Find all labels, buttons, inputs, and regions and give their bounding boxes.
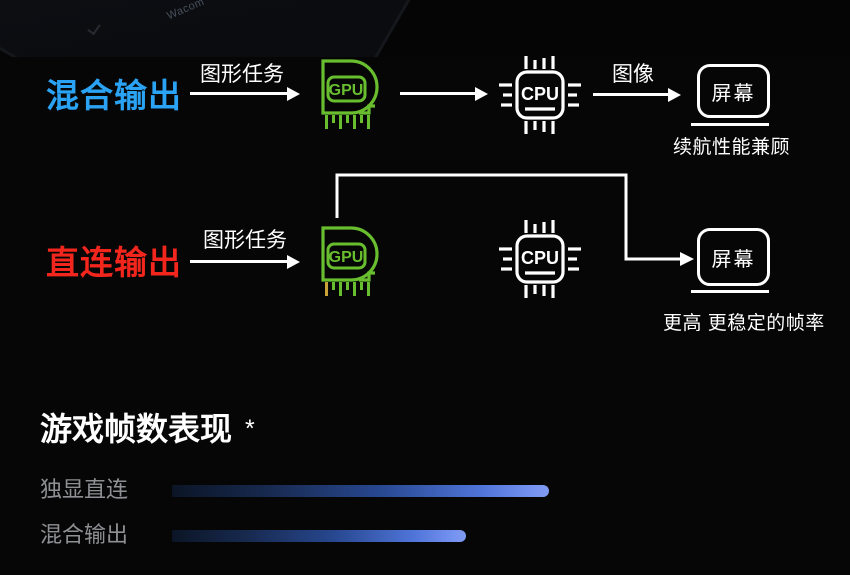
caption-direct: 更高 更稳定的帧率 xyxy=(663,313,825,334)
screen-icon: 屏幕 xyxy=(697,64,770,118)
tablet-corner-photo xyxy=(0,0,500,57)
mode-label-hybrid: 混合输出 xyxy=(46,77,182,114)
chart-title-text: 游戏帧数表现 xyxy=(40,411,233,447)
gpu-chip-icon: GPU xyxy=(321,226,379,296)
screen-stand-line xyxy=(691,290,769,293)
product-photo-strip: Wacom xyxy=(0,0,850,57)
arrow-label-image: 图像 xyxy=(612,63,654,86)
screen-label: 屏幕 xyxy=(711,82,756,105)
cpu-chip-icon: CPU xyxy=(499,56,581,134)
cpu-label: CPU xyxy=(521,84,559,104)
arrow-label-graphics-task-2: 图形任务 xyxy=(203,229,287,252)
chart-title: 游戏帧数表现 * xyxy=(40,413,255,445)
caption-hybrid: 续航性能兼顾 xyxy=(673,137,791,158)
arrow-to-gpu-2 xyxy=(190,260,287,263)
bar-hybrid-output xyxy=(172,530,466,542)
cpu-chip-icon: CPU xyxy=(499,220,581,298)
arrow-to-gpu-1 xyxy=(190,92,287,95)
gpu-label: GPU xyxy=(329,249,364,266)
gpu-chip-icon: GPU xyxy=(321,59,379,129)
bypass-line-gpu-to-screen xyxy=(335,173,694,266)
screen-stand-line xyxy=(691,123,769,126)
arrow-cpu-to-screen xyxy=(593,93,668,96)
bar-label-direct: 独显直连 xyxy=(40,477,129,502)
screen-icon: 屏幕 xyxy=(697,228,770,286)
arrow-label-graphics-task-1: 图形任务 xyxy=(200,63,284,86)
arrow-gpu-to-cpu xyxy=(400,92,475,95)
gpu-label: GPU xyxy=(329,82,364,99)
mode-label-direct: 直连输出 xyxy=(46,244,182,281)
bar-label-hybrid: 混合输出 xyxy=(40,522,129,547)
cpu-label: CPU xyxy=(521,248,559,268)
footnote-asterisk: * xyxy=(245,415,255,443)
bar-direct-output xyxy=(172,485,549,497)
screen-label: 屏幕 xyxy=(711,248,756,271)
